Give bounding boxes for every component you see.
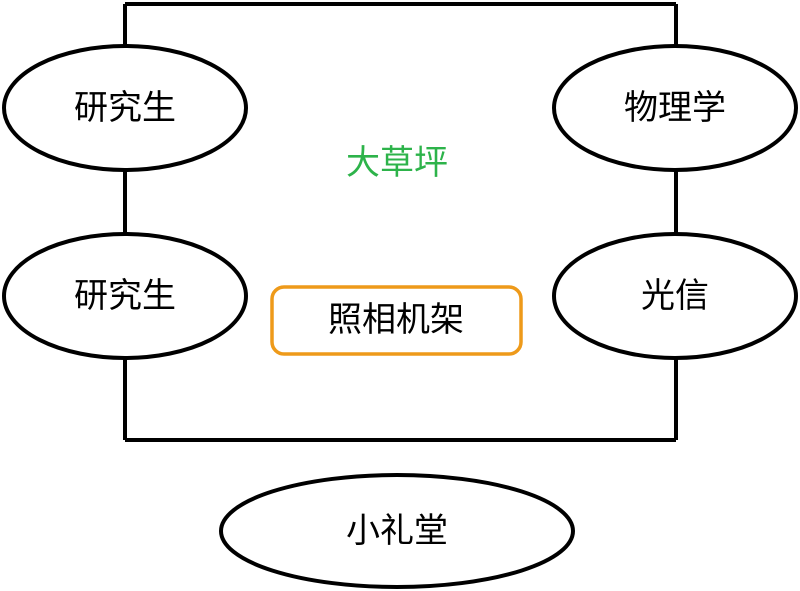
physics-building: 物理学 [552,44,798,172]
camera-stand-box [270,285,523,356]
optical-building: 光信 [552,232,798,360]
graduate-bottom-label: 研究生 [74,276,176,316]
graduate-top-label: 研究生 [74,88,176,128]
graduate-bottom-ellipse [2,232,248,360]
optical-label: 光信 [641,276,709,316]
auditorium-building: 小礼堂 [219,473,575,589]
graduate-building-top: 研究生 [2,44,248,172]
camera-stand-label: 照相机架 [328,300,464,340]
physics-ellipse [552,44,798,172]
auditorium-label: 小礼堂 [346,511,448,551]
camera-stand: 照相机架 [270,285,523,356]
lawn-label: 大草坪 [346,143,448,183]
auditorium-ellipse [219,473,575,589]
physics-label: 物理学 [624,88,726,128]
optical-ellipse [552,232,798,360]
graduate-building-bottom: 研究生 [2,232,248,360]
graduate-top-ellipse [2,44,248,172]
